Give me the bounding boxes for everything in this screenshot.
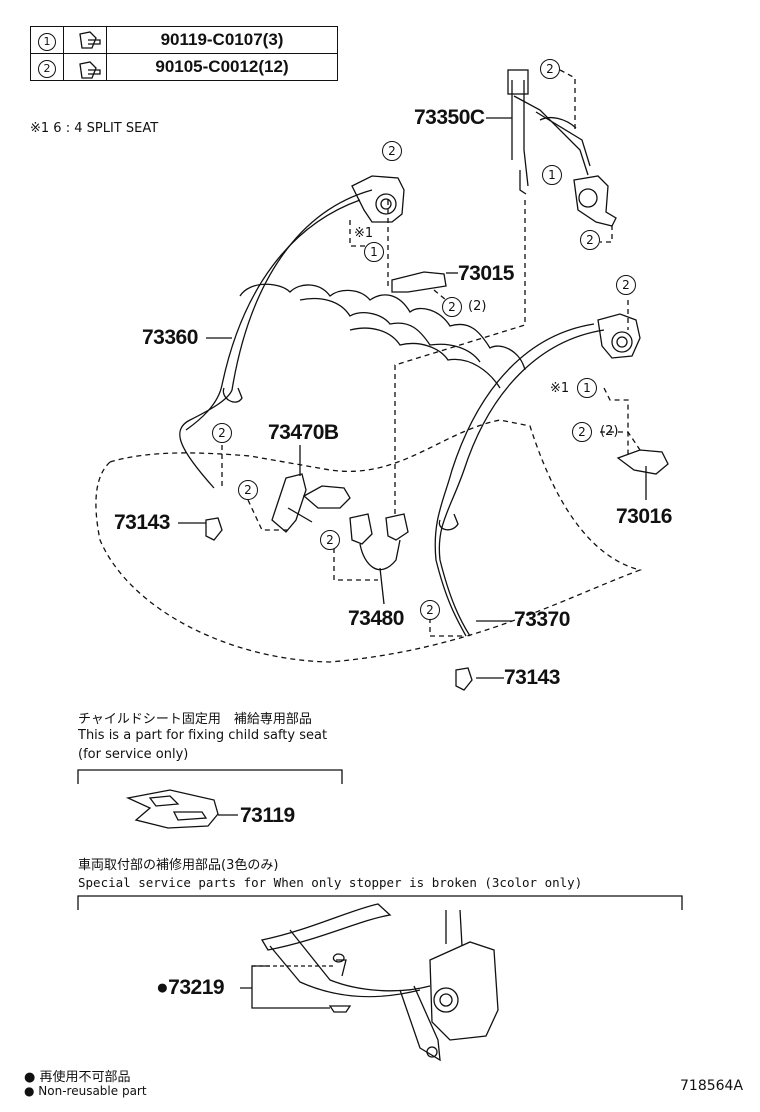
seat-outline xyxy=(95,419,643,663)
part-label-73219: ●73219 xyxy=(156,976,225,999)
table-row: 2 90105-C0012(12) xyxy=(30,53,338,81)
part-number: 90119-C0107(3) xyxy=(106,26,338,54)
callout-2: 2 xyxy=(212,423,232,443)
bolt-73143-right xyxy=(455,667,473,691)
stopper-note-jp: 車両取付部の補修用部品(3色のみ) xyxy=(78,858,279,873)
part-label-73370: 73370 xyxy=(514,608,570,631)
split-seat-note: ※1 6 : 4 SPLIT SEAT xyxy=(30,121,159,136)
part-label-73350C: 73350C xyxy=(414,106,485,129)
child-seat-note-en2: (for service only) xyxy=(78,747,189,762)
child-seat-note-en: This is a part for fixing child safty se… xyxy=(78,728,328,743)
index-badge: 1 xyxy=(38,32,56,51)
callout-2: 2 xyxy=(616,275,636,295)
part-label-73360: 73360 xyxy=(142,326,198,349)
qty-label: (2) xyxy=(468,299,487,314)
seat-back-top xyxy=(239,283,526,371)
part-label-73143: 73143 xyxy=(114,511,170,534)
stopper-note-en: Special service parts for When only stop… xyxy=(78,875,583,890)
legend-en: ● Non-reusable part xyxy=(24,1084,147,1098)
retractor-73360 xyxy=(351,175,405,223)
part-label-73480: 73480 xyxy=(348,607,404,630)
callout-2: 2 xyxy=(540,59,560,79)
callout-2: 2 xyxy=(238,480,258,500)
retractor-73370 xyxy=(597,313,641,359)
legend-jp: ● 再使用不可部品 xyxy=(24,1070,131,1085)
belt-73350C xyxy=(511,80,589,187)
ref-mark: ※1 xyxy=(550,381,570,396)
ref-mark: ※1 xyxy=(354,226,374,241)
bracket-73016 xyxy=(616,449,669,475)
bolt-icon-cell xyxy=(63,26,107,54)
buckle-73480 xyxy=(349,513,373,545)
retractor-73350C xyxy=(573,175,617,227)
belt-73360 xyxy=(179,189,373,489)
qty-label: (2) xyxy=(600,424,619,439)
part-label-73015: 73015 xyxy=(458,262,514,285)
part-number: 90105-C0012(12) xyxy=(106,53,338,81)
part-label-73016: 73016 xyxy=(616,505,672,528)
index-badge: 2 xyxy=(38,59,56,78)
part-label-73119: 73119 xyxy=(240,804,295,827)
bolt-icon-cell xyxy=(63,53,107,81)
bracket-73015 xyxy=(391,271,447,293)
callout-2: 2 xyxy=(442,297,462,317)
figure-id: 718564A xyxy=(680,1078,744,1094)
part-label-73470B: 73470B xyxy=(268,421,339,444)
callout-1: 1 xyxy=(542,165,562,185)
belt-detail xyxy=(260,903,392,951)
table-row: 1 90119-C0107(3) xyxy=(30,26,338,54)
bolt-73143-left xyxy=(205,517,223,541)
child-seat-note-jp: チャイルドシート固定用 補給専用部品 xyxy=(78,712,312,727)
part-label-73143: 73143 xyxy=(504,666,560,689)
callout-1: 1 xyxy=(364,242,384,262)
bolt-table: 1 90119-C0107(3) 2 90105-C0012(12) xyxy=(30,26,338,81)
belt-73370 xyxy=(438,329,605,637)
callout-1: 1 xyxy=(577,378,597,398)
callout-2: 2 xyxy=(320,530,340,550)
callout-2: 2 xyxy=(382,141,402,161)
callout-2: 2 xyxy=(572,422,592,442)
callout-2: 2 xyxy=(420,600,440,620)
callout-2: 2 xyxy=(580,230,600,250)
anchor-73119 xyxy=(125,789,219,829)
buckle-73470B xyxy=(271,473,307,533)
